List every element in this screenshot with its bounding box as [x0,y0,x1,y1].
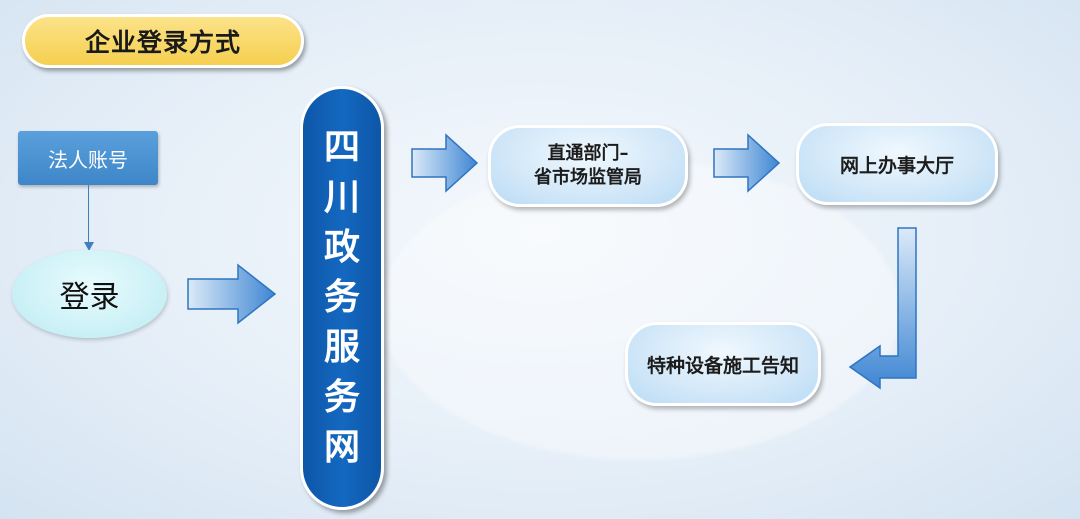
online-service-hall-node: 网上办事大厅 [796,123,998,205]
special-equipment-construction-notice-node: 特种设备施工告知 [625,322,821,406]
dept-label-line2: 省市场监管局 [534,167,642,188]
sichuan-government-service-portal-node: 四 川 政 务 服 务 网 [300,86,384,510]
dept-label-line1: 直通部门– [547,143,629,164]
portal-char: 务 [323,277,360,318]
account-to-login-arrowhead [84,242,94,251]
portal-char: 政 [323,227,360,268]
arrow-right-icon [411,133,479,193]
portal-char: 四 [323,127,360,168]
direct-department-node: 直通部门– 省市场监管局 [488,125,688,207]
portal-char: 川 [323,177,360,218]
diagram-title: 企业登录方式 [22,14,304,68]
legal-person-account-node: 法人账号 [18,131,158,185]
portal-char: 网 [323,427,360,468]
arrow-bent-down-left-icon [848,227,917,390]
account-to-login-connector [88,185,89,243]
arrow-right-icon [187,263,277,325]
portal-char: 务 [323,377,360,418]
arrow-right-icon [713,133,781,193]
login-node: 登录 [12,250,167,338]
portal-char: 服 [323,327,360,368]
background-glow [380,160,900,460]
